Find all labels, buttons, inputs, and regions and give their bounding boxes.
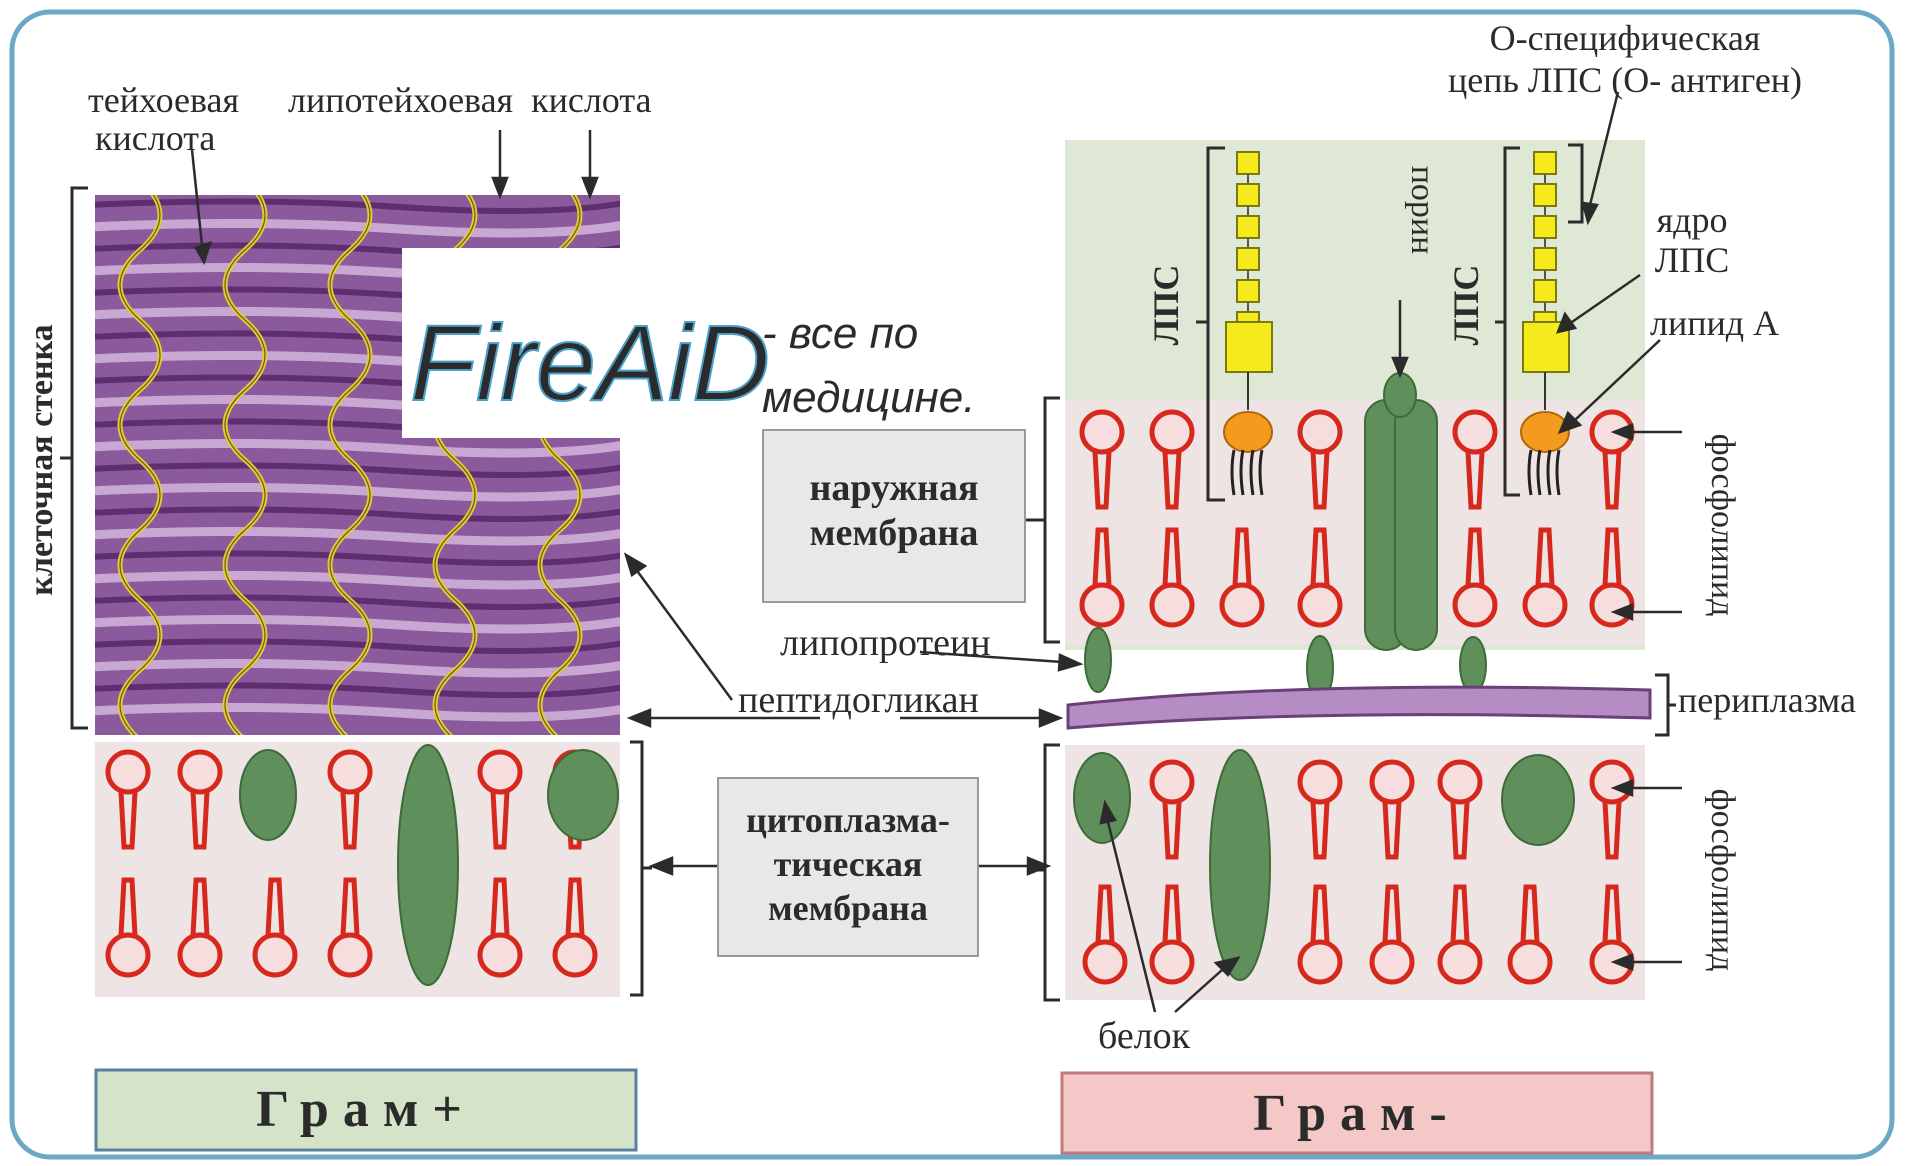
- phospholipid-upper-label: фосфолипид: [1704, 434, 1741, 617]
- membrane-protein: [240, 750, 296, 840]
- lipid-a-label: липид А: [1650, 303, 1779, 343]
- membrane-protein: [1210, 750, 1270, 980]
- lipoteichoic-acid-label: липотейхоевая кислота: [288, 80, 652, 120]
- membrane-protein: [1502, 755, 1574, 845]
- membrane-protein: [1074, 753, 1130, 843]
- cell-wall-label: клеточная стенка: [23, 324, 60, 595]
- o-antigen-unit: [1534, 216, 1556, 238]
- lipoprotein-shape: [1085, 628, 1111, 692]
- phospholipid-lower-label: фосфолипид: [1704, 789, 1741, 972]
- o-antigen-unit: [1237, 216, 1259, 238]
- lps-right-label: ЛПС: [1446, 265, 1486, 346]
- o-antigen-unit: [1534, 152, 1556, 174]
- o-antigen-unit: [1237, 280, 1259, 302]
- lipoprotein-label: липопротеин: [780, 622, 991, 664]
- lipoprotein-shape: [1460, 637, 1486, 693]
- o-antigen-unit: [1237, 152, 1259, 174]
- o-antigen-unit: [1534, 184, 1556, 206]
- peptidoglycan-label: пептидогликан: [738, 679, 979, 721]
- periplasm-label: периплазма: [1678, 680, 1856, 720]
- lps-core-block: [1226, 322, 1272, 372]
- membrane-protein: [548, 750, 618, 840]
- protein-label: белок: [1098, 1015, 1191, 1057]
- porin-label: порин: [1404, 166, 1441, 255]
- porin: [1365, 373, 1437, 650]
- lipid-a: [1224, 412, 1272, 452]
- o-antigen-unit: [1237, 184, 1259, 206]
- lps-left-label: ЛПС: [1146, 265, 1186, 346]
- o-antigen-unit: [1237, 248, 1259, 270]
- o-antigen-unit: [1534, 248, 1556, 270]
- gram-positive-label: Грам+: [256, 1081, 476, 1138]
- gram-negative-label: Грам-: [1253, 1085, 1460, 1142]
- o-antigen-unit: [1534, 280, 1556, 302]
- watermark-brand: FireAiD: [410, 302, 770, 423]
- membrane-protein: [398, 745, 458, 985]
